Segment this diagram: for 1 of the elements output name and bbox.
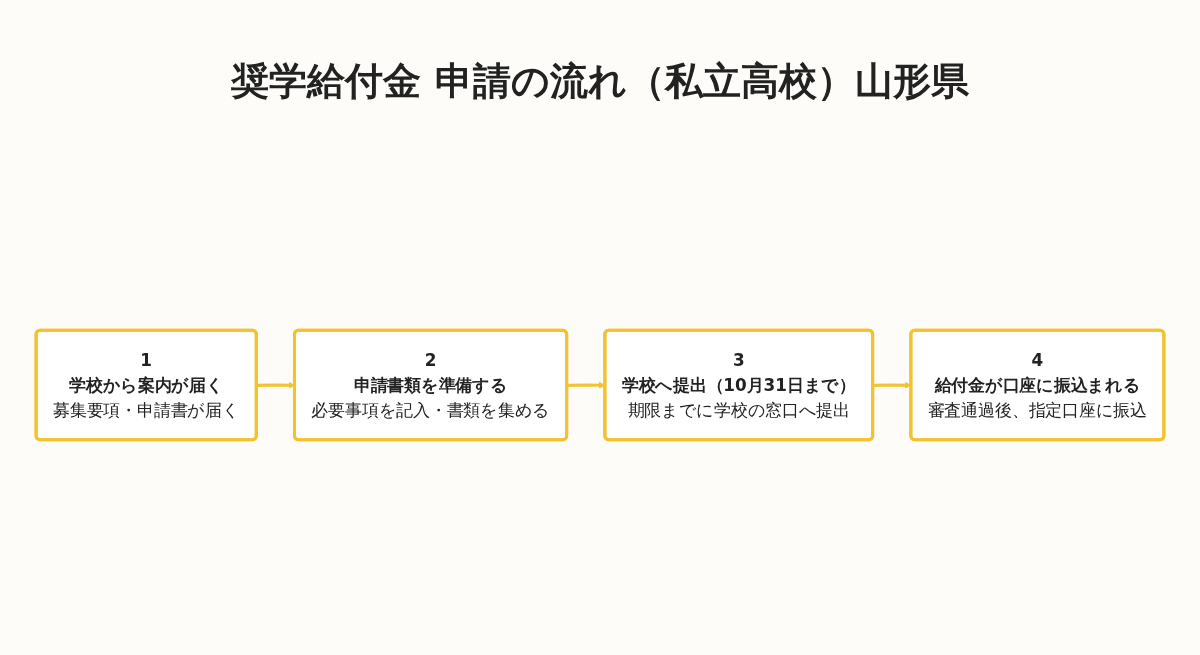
diagram-title: 奨学給付金 申請の流れ（私立高校）山形県 [230, 58, 970, 105]
